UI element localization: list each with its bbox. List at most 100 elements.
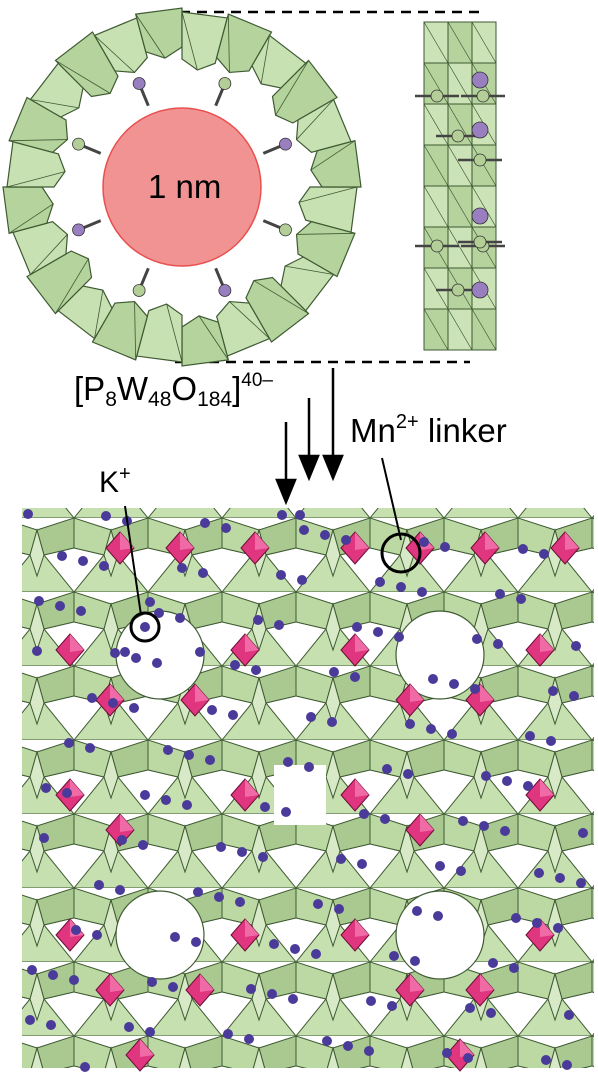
linker-suffix: linker <box>418 412 507 449</box>
k-pointer-line <box>124 505 142 616</box>
formula-o: O <box>171 370 198 407</box>
side-edge <box>447 103 473 146</box>
k-ion <box>251 665 261 675</box>
k-ion <box>495 589 505 599</box>
side-p-atom <box>471 207 489 225</box>
k-ion <box>509 963 519 973</box>
k-ion <box>80 1062 90 1072</box>
mn-octahedron-face <box>410 684 424 702</box>
k-ion <box>564 1010 574 1020</box>
ring-edge <box>55 258 89 314</box>
k-ion <box>313 899 323 909</box>
k-ion <box>343 1041 353 1051</box>
mn-octahedron-face <box>180 532 194 550</box>
k-ion <box>267 989 277 999</box>
arrows <box>275 368 344 506</box>
ring-edge <box>229 301 270 339</box>
k-ion <box>486 1008 496 1018</box>
framework-pores <box>115 610 485 980</box>
side-p-atom <box>471 71 489 89</box>
k-ion <box>78 556 88 566</box>
k-ion <box>297 575 307 585</box>
mn-linker-label: Mn2+ linker <box>350 411 507 449</box>
side-atom <box>473 235 487 249</box>
k-ion <box>145 597 155 607</box>
ring-edge <box>296 99 334 140</box>
k-ion <box>260 802 270 812</box>
ring-polyhedron <box>12 221 69 276</box>
k-ion <box>578 828 588 838</box>
k-ion <box>449 679 459 689</box>
pore <box>115 890 205 980</box>
ring-atom <box>279 223 292 237</box>
k-ion <box>138 840 148 850</box>
mn-octahedron-face <box>245 919 259 937</box>
ring-polyhedron <box>91 300 148 361</box>
k-ion <box>357 859 367 869</box>
ring-polyhedron <box>216 13 273 74</box>
k-ion <box>548 686 558 696</box>
mn-octahedron-face <box>540 919 554 937</box>
k-ion <box>108 698 118 708</box>
k-ion-label: K+ <box>99 464 131 499</box>
ring-edge <box>55 60 111 94</box>
mn-octahedron-face <box>255 532 269 550</box>
k-ion <box>336 854 346 864</box>
k-ion <box>479 821 489 831</box>
mn-octahedron-face <box>565 532 579 550</box>
k-ion <box>396 582 406 592</box>
k-ion <box>62 788 72 798</box>
mn-octahedron-face <box>110 974 124 992</box>
k-ion <box>48 970 58 980</box>
k-ion <box>27 965 37 975</box>
ring-polyhedron <box>295 98 352 153</box>
formula-sub-o: 184 <box>197 388 233 411</box>
linker-prefix: Mn <box>350 412 396 449</box>
ring-polyhedron <box>29 62 84 118</box>
k-ion <box>553 923 563 933</box>
k-ion <box>576 878 586 888</box>
ring-polyhedron <box>93 17 148 74</box>
k-ion <box>447 729 457 739</box>
k-ion <box>195 647 205 657</box>
mn-pointer-line <box>381 457 402 541</box>
k-ion <box>525 731 535 741</box>
k-ion <box>184 750 194 760</box>
ring-polyhedron <box>134 7 183 59</box>
cation-symbol: K <box>99 466 120 499</box>
side-atom <box>451 283 465 297</box>
polyanion-formula: [P8W48O184]40– <box>74 370 273 410</box>
side-edge <box>471 185 497 228</box>
mn-octahedron-face <box>195 684 209 702</box>
ring-edge <box>9 139 68 142</box>
side-atom <box>430 89 444 103</box>
k-ion <box>380 814 390 824</box>
mn-octahedron-face <box>70 634 84 652</box>
ring-atom <box>218 284 232 297</box>
k-ion <box>235 897 245 907</box>
k-ion <box>145 1027 155 1037</box>
k-ion <box>154 608 164 618</box>
k-ion <box>110 648 120 658</box>
k-ion <box>373 627 383 637</box>
k-ion <box>428 674 438 684</box>
k-ion <box>117 835 127 845</box>
mn-octahedron-face <box>480 974 494 992</box>
k-ion <box>163 745 173 755</box>
k-ion <box>555 873 565 883</box>
formula-open: [P <box>74 370 106 407</box>
k-ion <box>120 647 130 657</box>
k-ion <box>41 783 51 793</box>
mn-octahedron-face <box>355 919 369 937</box>
linker-charge: 2+ <box>395 411 419 433</box>
k-ion <box>410 956 420 966</box>
framework-packing <box>22 508 594 1072</box>
ring-edge <box>296 232 355 235</box>
k-ion <box>237 847 247 857</box>
mn-octahedron-face <box>540 634 554 652</box>
k-ion <box>518 544 528 554</box>
k-ion <box>456 866 466 876</box>
ring-polyhedron <box>57 285 113 340</box>
ring-atom <box>72 137 85 151</box>
ring-atom <box>279 137 292 151</box>
